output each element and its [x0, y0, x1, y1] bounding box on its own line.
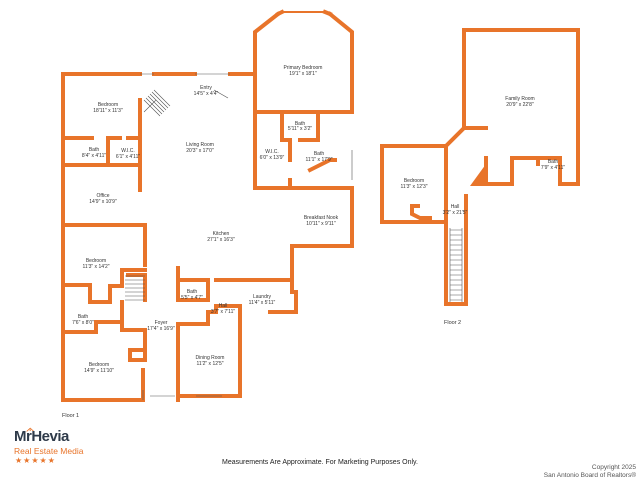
room-dim: 11'2" x 12'5"	[196, 361, 223, 367]
room-name: Bath	[187, 289, 198, 295]
room-name: Bedroom	[89, 362, 109, 368]
room-name: Bedroom	[404, 178, 424, 184]
copyright-notice: Copyright 2025 San Antonio Board of Real…	[544, 464, 636, 480]
room-dim: 20'9" x 22'8"	[506, 102, 534, 108]
room-labels-floor1: Entry 14'5" x 4'4" Primary Bedroom 19'1"…	[62, 65, 339, 419]
room-name: Entry	[200, 85, 212, 91]
room-name: Foyer	[155, 320, 168, 326]
floor2-walls	[380, 28, 580, 306]
room-dim: 6'1" x 4'11"	[116, 154, 140, 160]
window-markers	[140, 73, 353, 400]
room-name: W.I.C.	[265, 149, 279, 155]
room-dim: 5'11" x 3'2"	[288, 126, 312, 132]
brand-house-icon	[26, 427, 35, 432]
room-dim: 3'7" x 7'11"	[211, 309, 235, 315]
room-dim: 19'1" x 18'1"	[289, 71, 317, 77]
room-dim: 6'0" x 13'9"	[260, 155, 285, 161]
room-name: Bath	[89, 147, 100, 153]
room-dim: 20'3" x 17'0"	[186, 148, 214, 154]
room-dim: 17'4" x 16'9"	[147, 326, 175, 332]
room-dim: 11'3" x 14'2"	[82, 264, 109, 270]
room-name: Bedroom	[86, 258, 106, 264]
stairs-floor1	[125, 89, 171, 301]
room-name: Dining Room	[196, 355, 225, 361]
room-dim: 7'9" x 4'11"	[541, 165, 565, 171]
room-name: Bath	[314, 151, 325, 157]
room-dim: 5'5" x 4'7"	[181, 295, 203, 301]
room-name: Office	[97, 193, 110, 199]
room-name: Hall	[219, 303, 228, 309]
stairs-floor2	[449, 228, 463, 302]
copyright-line: San Antonio Board of Realtors®	[543, 472, 636, 479]
room-dim: 7'6" x 8'0"	[72, 320, 94, 326]
room-name: Laundry	[253, 294, 272, 300]
room-dim: 11'1" x 17'9"	[305, 157, 332, 163]
room-name: Bath	[548, 159, 559, 165]
room-dim: 18'11" x 11'3"	[93, 108, 123, 114]
floor2-stair-landing	[470, 164, 486, 186]
brand-subtitle: Real Estate Media	[14, 446, 84, 456]
room-dim: 14'5" x 4'4"	[194, 91, 219, 97]
room-name: W.I.C.	[121, 148, 135, 154]
room-name: Bath	[295, 121, 306, 127]
room-dim: 27'1" x 16'3"	[207, 237, 235, 243]
room-name: Kitchen	[213, 231, 230, 237]
room-name: Primary Bedroom	[284, 65, 323, 71]
room-labels-floor2: Bedroom 11'3" x 12'3" Family Room 20'9" …	[400, 96, 565, 326]
room-dim: 3'2" x 21'5"	[443, 210, 468, 216]
copyright-line: Copyright 2025	[591, 464, 636, 471]
disclaimer-text: Measurements Are Approximate. For Market…	[222, 459, 418, 466]
room-name: Bath	[78, 314, 89, 320]
brand-name: MrHevia	[14, 428, 69, 445]
room-name: Bedroom	[98, 102, 118, 108]
room-dim: 14'9" x 10'9"	[89, 199, 117, 205]
room-dim: 11'3" x 12'3"	[400, 184, 427, 190]
brand-stars: ★★★★★	[15, 456, 56, 465]
room-dim: 8'4" x 4'11"	[82, 153, 106, 159]
room-name: Family Room	[505, 96, 534, 102]
room-name: Hall	[451, 204, 460, 210]
room-name: Living Room	[186, 142, 214, 148]
floor1-label: Floor 1	[62, 413, 79, 419]
floor1-walls	[61, 9, 354, 402]
room-dim: 14'9" x 11'10"	[84, 368, 114, 374]
room-dim: 10'11" x 9'11"	[306, 221, 336, 227]
room-dim: 11'4" x 5'11"	[249, 300, 276, 306]
room-name: Breakfast Nook	[304, 215, 339, 221]
floor2-label: Floor 2	[444, 320, 461, 326]
